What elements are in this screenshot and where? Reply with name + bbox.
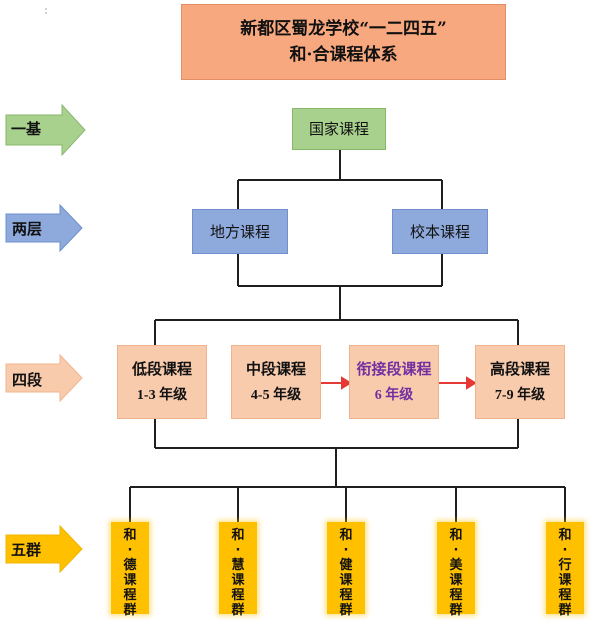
stage-name: 低段课程	[131, 359, 192, 378]
group-char: 和	[123, 528, 137, 543]
arrow-one-base	[5, 103, 86, 157]
group-char: 课	[449, 572, 463, 588]
stage-name: 高段课程	[489, 359, 550, 378]
group-char: 和	[449, 528, 463, 543]
group-char: 程	[339, 587, 353, 603]
left-level-arrows	[5, 103, 86, 574]
group-char: 健	[339, 557, 353, 573]
group-char: 课	[231, 572, 245, 588]
group-char: 程	[449, 587, 463, 603]
group-box-beauty: 和 · 美 课 程 群	[437, 522, 475, 618]
group-char: 群	[339, 602, 353, 618]
stage-flow-arrows	[314, 376, 477, 390]
group-char: 群	[231, 602, 245, 618]
group-box-wisdom: 和 · 慧 课 程 群	[219, 522, 257, 618]
arrowhead-stage-2-to-3	[341, 376, 352, 390]
arrow-four-stages	[5, 353, 83, 403]
group-char: 课	[123, 572, 137, 588]
group-box-health: 和 · 健 课 程 群	[327, 522, 365, 618]
level-label-two-layers: 两层	[12, 220, 43, 238]
group-char: 美	[449, 557, 463, 573]
group-char: ·	[235, 542, 241, 558]
group-char: 群	[449, 602, 463, 618]
group-char: ·	[453, 542, 459, 558]
group-char: 课	[339, 572, 353, 588]
arrowhead-stage-3-to-4	[466, 376, 477, 390]
title-line-1: 新都区蜀龙学校“一二四五”	[240, 18, 447, 39]
arrow-two-layers	[5, 203, 83, 253]
national-course-label: 国家课程	[308, 120, 369, 138]
group-char: 课	[558, 572, 572, 588]
national-course-box: 国家课程	[292, 108, 386, 150]
stage-box-low: 低段课程 1-3 年级	[117, 345, 207, 419]
group-char: 和	[231, 528, 245, 543]
group-char: ·	[127, 542, 133, 558]
stage-box-transition: 衔接段课程 6 年级	[349, 345, 439, 419]
title-box: 新都区蜀龙学校“一二四五” 和·合课程体系	[181, 4, 506, 80]
stage-grade: 1-3 年级	[136, 387, 188, 403]
group-char: 和	[558, 528, 572, 543]
group-box-practice: 和 · 行 课 程 群	[546, 522, 584, 618]
stage-name: 中段课程	[245, 359, 306, 378]
school-course-label: 校本课程	[409, 222, 470, 241]
local-course-box: 地方课程	[192, 209, 288, 254]
group-char: 慧	[231, 557, 245, 573]
group-char: 群	[123, 602, 137, 618]
group-char: 群	[558, 602, 572, 618]
school-course-box: 校本课程	[392, 209, 488, 254]
level-label-five-groups: 五群	[11, 541, 42, 559]
stage-box-middle: 中段课程 4-5 年级	[231, 345, 321, 419]
stage-grade: 4-5 年级	[250, 387, 302, 403]
group-char: 程	[123, 587, 137, 603]
stage-box-high: 高段课程 7-9 年级	[475, 345, 565, 419]
group-box-virtue: 和 · 德 课 程 群	[111, 522, 149, 618]
group-char: 程	[558, 587, 572, 603]
group-char: ·	[562, 542, 568, 558]
stage-grade: 7-9 年级	[494, 387, 546, 403]
stage-grade: 6 年级	[374, 387, 414, 403]
group-char: 行	[558, 557, 572, 573]
local-course-label: 地方课程	[209, 222, 270, 241]
arrow-five-groups	[5, 524, 83, 574]
stray-mark	[44, 0, 48, 14]
group-char: ·	[343, 542, 349, 558]
title-line-2: 和·合课程体系	[289, 45, 398, 65]
group-char: 和	[339, 528, 353, 543]
level-label-four-stages: 四段	[12, 371, 43, 389]
group-char: 程	[231, 587, 245, 603]
level-label-one-base: 一基	[11, 120, 42, 138]
group-char: 德	[123, 557, 137, 573]
stage-name: 衔接段课程	[356, 359, 432, 378]
